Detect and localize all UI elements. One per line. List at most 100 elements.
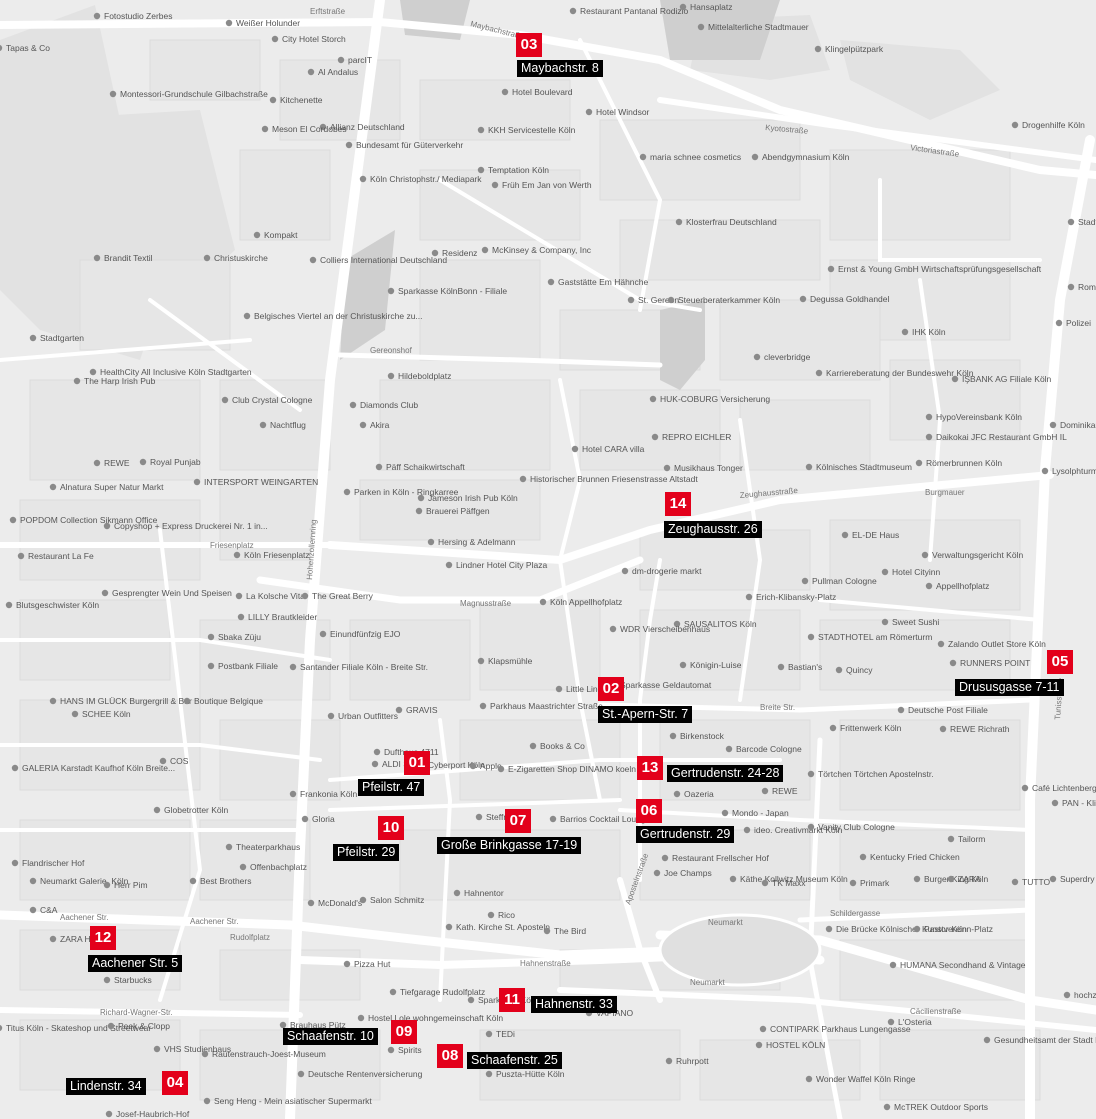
- marker-address-14[interactable]: Zeughausstr. 26: [664, 521, 762, 538]
- poi-label[interactable]: Kentucky Fried Chicken: [870, 852, 960, 862]
- poi-label[interactable]: LILLY Brautkleider: [248, 612, 317, 622]
- poi-pin-icon[interactable]: [221, 396, 229, 404]
- poi-label[interactable]: Gesprengter Wein Und Speisen: [112, 588, 232, 598]
- poi-label[interactable]: Früh Em Jan von Werth: [502, 180, 592, 190]
- marker-number-04[interactable]: 04: [162, 1071, 188, 1095]
- poi-label[interactable]: Hotel Cityinn: [892, 567, 940, 577]
- poi-label[interactable]: Brandit Textil: [104, 253, 153, 263]
- poi-pin-icon[interactable]: [235, 592, 243, 600]
- poi-pin-icon[interactable]: [105, 1110, 113, 1118]
- poi-pin-icon[interactable]: [679, 661, 687, 669]
- poi-pin-icon[interactable]: [415, 507, 423, 515]
- poi-pin-icon[interactable]: [289, 790, 297, 798]
- marker-address-10[interactable]: Pfeilstr. 29: [333, 844, 400, 861]
- poi-label[interactable]: Books & Co: [540, 741, 585, 751]
- poi-pin-icon[interactable]: [1067, 218, 1075, 226]
- marker-address-06[interactable]: Gertrudenstr. 29: [636, 826, 735, 843]
- poi-label[interactable]: Ruhrpott: [676, 1056, 709, 1066]
- poi-label[interactable]: Puszta-Hütte Köln: [496, 1069, 565, 1079]
- poi-pin-icon[interactable]: [543, 927, 551, 935]
- poi-label[interactable]: Pastor-Könn-Platz: [924, 924, 993, 934]
- poi-label[interactable]: Hotel CARA villa: [582, 444, 645, 454]
- poi-pin-icon[interactable]: [549, 815, 557, 823]
- poi-label[interactable]: Lindner Hotel City Plaza: [456, 560, 547, 570]
- marker-number-01[interactable]: 01: [404, 751, 430, 775]
- poi-label[interactable]: Colliers International Deutschland: [320, 255, 447, 265]
- poi-pin-icon[interactable]: [237, 613, 245, 621]
- poi-pin-icon[interactable]: [805, 1075, 813, 1083]
- marker-address-03[interactable]: Maybachstr. 8: [517, 60, 603, 77]
- poi-pin-icon[interactable]: [925, 413, 933, 421]
- poi-label[interactable]: Sparkasse KölnBonn - Filiale: [398, 286, 507, 296]
- poi-pin-icon[interactable]: [359, 421, 367, 429]
- poi-pin-icon[interactable]: [1055, 319, 1063, 327]
- poi-label[interactable]: IHK Köln: [912, 327, 946, 337]
- poi-label[interactable]: Salon Schmitz: [370, 895, 424, 905]
- poi-label[interactable]: VHS Studienhaus: [164, 1044, 231, 1054]
- poi-label[interactable]: KKH Servicestelle Köln: [488, 125, 576, 135]
- poi-label[interactable]: Vanity Club Cologne: [818, 822, 895, 832]
- marker-address-12[interactable]: Aachener Str. 5: [88, 955, 183, 972]
- poi-pin-icon[interactable]: [539, 598, 547, 606]
- poi-label[interactable]: Barcode Cologne: [736, 744, 802, 754]
- poi-pin-icon[interactable]: [5, 601, 13, 609]
- poi-label[interactable]: STADTHOTEL am Römerturm: [818, 632, 932, 642]
- poi-label[interactable]: Karriereberatung der Bundeswehr Köln: [826, 368, 974, 378]
- poi-pin-icon[interactable]: [427, 538, 435, 546]
- poi-pin-icon[interactable]: [881, 568, 889, 576]
- poi-label[interactable]: Restaurant Frellscher Hof: [672, 853, 769, 863]
- poi-label[interactable]: Herr Pim: [114, 880, 148, 890]
- poi-pin-icon[interactable]: [17, 552, 25, 560]
- poi-pin-icon[interactable]: [1051, 799, 1059, 807]
- poi-label[interactable]: Josef-Haubrich-Hof: [116, 1109, 190, 1119]
- marker-number-02[interactable]: 02: [598, 677, 624, 701]
- poi-pin-icon[interactable]: [373, 748, 381, 756]
- poi-pin-icon[interactable]: [915, 459, 923, 467]
- poi-pin-icon[interactable]: [759, 1025, 767, 1033]
- marker-number-11[interactable]: 11: [499, 988, 525, 1012]
- poi-pin-icon[interactable]: [289, 663, 297, 671]
- poi-pin-icon[interactable]: [807, 823, 815, 831]
- marker-number-06[interactable]: 06: [636, 799, 662, 823]
- poi-label[interactable]: Hersing & Adelmann: [438, 537, 516, 547]
- poi-label[interactable]: Römerbrunnen Köln: [926, 458, 1002, 468]
- poi-label[interactable]: Peek & Clopp: [118, 1021, 170, 1031]
- poi-label[interactable]: Verwaltungsgericht Köln: [932, 550, 1023, 560]
- poi-label[interactable]: WDR Vierscheibenhaus: [620, 624, 710, 634]
- poi-label[interactable]: Residenz: [442, 248, 477, 258]
- poi-pin-icon[interactable]: [881, 618, 889, 626]
- poi-pin-icon[interactable]: [829, 724, 837, 732]
- poi-pin-icon[interactable]: [673, 620, 681, 628]
- poi-label[interactable]: Jameson Irish Pub Köln: [428, 493, 518, 503]
- poi-label[interactable]: Royal Punjab: [150, 457, 201, 467]
- poi-label[interactable]: Spirits: [398, 1045, 422, 1055]
- poi-pin-icon[interactable]: [679, 3, 687, 11]
- poi-pin-icon[interactable]: [841, 531, 849, 539]
- poi-label[interactable]: maria schnee cosmetics: [650, 152, 741, 162]
- poi-label[interactable]: GALERIA Karstadt Kaufhof Köln Breite...: [22, 763, 175, 773]
- poi-label[interactable]: TK Maxx: [772, 878, 806, 888]
- poi-pin-icon[interactable]: [301, 815, 309, 823]
- poi-label[interactable]: Diamonds Club: [360, 400, 418, 410]
- poi-pin-icon[interactable]: [29, 906, 37, 914]
- poi-pin-icon[interactable]: [1011, 878, 1019, 886]
- poi-pin-icon[interactable]: [271, 35, 279, 43]
- poi-pin-icon[interactable]: [921, 551, 929, 559]
- poi-label[interactable]: Käthe Kollwitz Museum Köln: [740, 874, 848, 884]
- poi-pin-icon[interactable]: [93, 254, 101, 262]
- poi-pin-icon[interactable]: [475, 813, 483, 821]
- poi-pin-icon[interactable]: [73, 377, 81, 385]
- poi-pin-icon[interactable]: [807, 633, 815, 641]
- poi-label[interactable]: Urban Outfitters: [338, 711, 398, 721]
- poi-label[interactable]: Köln Friesenplatz: [244, 550, 310, 560]
- poi-pin-icon[interactable]: [359, 896, 367, 904]
- poi-label[interactable]: RUNNERS POINT: [960, 658, 1030, 668]
- poi-pin-icon[interactable]: [103, 522, 111, 530]
- poi-label[interactable]: POPDOM Collection Sikmann Office: [20, 515, 158, 525]
- poi-pin-icon[interactable]: [319, 123, 327, 131]
- poi-pin-icon[interactable]: [49, 483, 57, 491]
- poi-label[interactable]: Königin-Luise: [690, 660, 742, 670]
- poi-label[interactable]: Blutsgeschwister Köln: [16, 600, 99, 610]
- poi-pin-icon[interactable]: [349, 401, 357, 409]
